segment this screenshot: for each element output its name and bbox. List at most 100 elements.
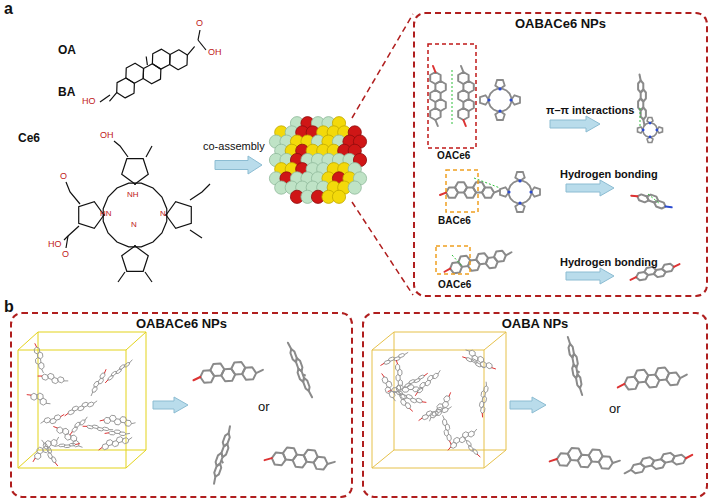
figure-label: π–π interactions bbox=[546, 104, 634, 116]
chemical-structure-part bbox=[122, 159, 149, 184]
simulation-box-part bbox=[83, 426, 87, 427]
simulation-box-part bbox=[428, 375, 433, 380]
block-arrow-part bbox=[153, 397, 188, 413]
figure-label: Ce6 bbox=[18, 132, 40, 145]
simulation-box-part bbox=[91, 392, 92, 395]
simulation-box-part bbox=[41, 421, 44, 423]
chemical-structure-part bbox=[118, 272, 125, 282]
simulation-box-part bbox=[475, 363, 481, 367]
simulation-box bbox=[18, 332, 506, 468]
block-arrow-part bbox=[510, 397, 546, 413]
simulation-box-part bbox=[94, 381, 99, 387]
chemical-structure-part bbox=[126, 63, 144, 83]
conformation-model-part bbox=[229, 426, 230, 433]
atom-label: HN bbox=[100, 210, 112, 219]
chemical-structure-part bbox=[146, 146, 152, 157]
simulation-box-part bbox=[467, 441, 471, 447]
simulation-box-part bbox=[42, 440, 44, 443]
simulation-box-part bbox=[33, 458, 35, 461]
simulation-box-part bbox=[99, 448, 102, 450]
simulation-box-part bbox=[64, 380, 68, 381]
conformation-model-part bbox=[193, 377, 200, 380]
chemical-structure-part bbox=[166, 202, 191, 229]
simulation-box-part bbox=[477, 454, 480, 456]
simulation-box-part bbox=[420, 383, 425, 388]
simulation-box-part bbox=[129, 438, 132, 440]
molecular-model-part bbox=[461, 66, 463, 72]
simulation-box-part bbox=[46, 403, 50, 404]
simulation-box-part bbox=[100, 419, 104, 421]
chemical-structure-part bbox=[134, 245, 136, 247]
molecular-model-part bbox=[666, 206, 672, 209]
simulation-box-part bbox=[463, 432, 469, 438]
simulation-box-part bbox=[54, 427, 57, 428]
figure-label: OACe6 bbox=[438, 279, 471, 290]
simulation-box-part bbox=[18, 332, 38, 350]
simulation-box-part bbox=[100, 373, 105, 379]
interaction-dots-part bbox=[452, 255, 462, 266]
molecular-model-part bbox=[509, 181, 532, 204]
figure-label: OA bbox=[58, 44, 76, 57]
simulation-box-part bbox=[94, 401, 97, 403]
simulation-box-part bbox=[400, 394, 406, 400]
molecular-model-part bbox=[458, 108, 468, 120]
simulation-box-part bbox=[31, 393, 37, 400]
simulation-box-part bbox=[381, 363, 384, 365]
simulation-box-part bbox=[105, 432, 109, 434]
simulation-box-part bbox=[473, 449, 477, 455]
simulation-box-part bbox=[482, 413, 483, 417]
simulation-box-part bbox=[430, 417, 431, 420]
molecular-model bbox=[430, 66, 679, 280]
molecular-model-part bbox=[463, 120, 465, 126]
nanoparticle-sphere bbox=[269, 117, 366, 204]
chemical-structure-part bbox=[198, 30, 200, 40]
simulation-box-part bbox=[405, 383, 411, 387]
molecular-model-part bbox=[506, 252, 512, 255]
molecular-model-part bbox=[655, 129, 658, 132]
simulation-box-part bbox=[102, 427, 109, 430]
nanoparticle-sphere-part bbox=[348, 181, 361, 194]
simulation-box-part bbox=[18, 350, 126, 468]
simulation-box-part bbox=[389, 391, 395, 398]
molecular-model-part bbox=[640, 75, 641, 81]
atom-label: N bbox=[131, 221, 137, 230]
simulation-box-part bbox=[469, 350, 475, 356]
interaction-dots-part bbox=[648, 194, 660, 204]
simulation-box-part bbox=[448, 447, 450, 450]
simulation-box-part bbox=[108, 376, 113, 380]
simulation-box-part bbox=[448, 407, 451, 409]
molecular-model-part bbox=[662, 264, 674, 272]
conformation-model-part bbox=[599, 456, 613, 469]
conformation-model-part bbox=[680, 375, 687, 379]
simulation-box-part bbox=[57, 427, 63, 433]
conformation-model-part bbox=[309, 391, 312, 397]
molecular-model-part bbox=[631, 195, 637, 198]
simulation-box-part bbox=[372, 332, 394, 350]
simulation-box-part bbox=[43, 443, 48, 449]
conformation-model-part bbox=[577, 371, 579, 373]
panel-title: OABACe6 NPs bbox=[415, 17, 706, 31]
block-arrow-part bbox=[566, 180, 614, 196]
simulation-box-part bbox=[484, 332, 506, 350]
simulation-box-part bbox=[116, 369, 121, 373]
chemical-structure-part bbox=[190, 184, 210, 200]
nanoparticle-sphere-part bbox=[332, 190, 345, 203]
simulation-box-part bbox=[463, 357, 466, 358]
molecular-model-part bbox=[509, 98, 512, 101]
conformation-model-part bbox=[288, 343, 291, 349]
simulation-box-part bbox=[419, 418, 422, 420]
chemical-structure-part bbox=[122, 246, 149, 271]
simulation-box-part bbox=[27, 394, 31, 395]
simulation-box-part bbox=[430, 412, 436, 418]
simulation-box-part bbox=[454, 437, 460, 443]
conformation-model-part bbox=[550, 459, 557, 461]
simulation-box-part bbox=[126, 433, 130, 435]
panel-letter: b bbox=[4, 298, 14, 316]
molecular-model-part bbox=[674, 264, 680, 267]
simulation-box-part bbox=[39, 362, 44, 369]
molecular-model-part bbox=[435, 120, 437, 126]
simulation-box-part bbox=[58, 377, 65, 383]
simulation-box-part bbox=[109, 429, 113, 430]
